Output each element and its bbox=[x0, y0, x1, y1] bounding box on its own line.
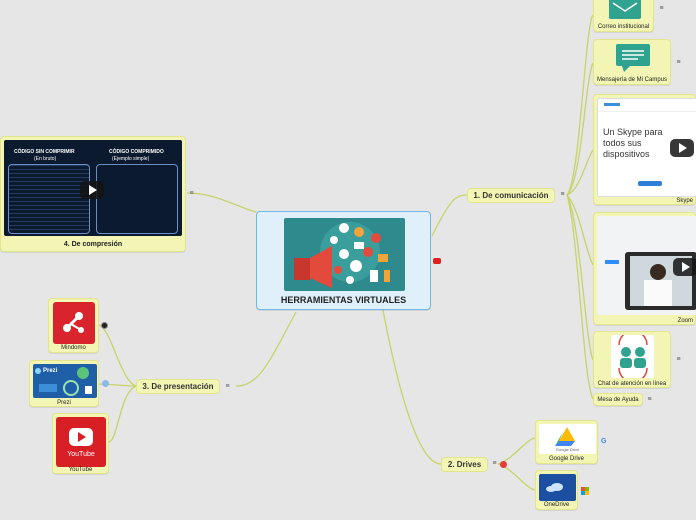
topic-mesa-de-ayuda[interactable]: Mesa de Ayuda bbox=[593, 393, 643, 406]
google-drive-logo-text: Google Drive bbox=[555, 447, 580, 452]
notes-icon[interactable]: ≡ bbox=[189, 190, 194, 197]
remove-badge-icon[interactable] bbox=[500, 461, 507, 468]
link-globe-icon[interactable] bbox=[101, 322, 108, 329]
notes-icon[interactable]: ≡ bbox=[647, 396, 652, 403]
topic-label: Prezi bbox=[57, 400, 71, 406]
skype-video-thumbnail[interactable]: Un Skype para todos sus dispositivos bbox=[597, 98, 696, 197]
central-illustration bbox=[284, 218, 405, 291]
uncompressed-code-panel bbox=[8, 164, 90, 234]
google-link-icon[interactable]: G bbox=[601, 438, 607, 445]
chat-message-icon bbox=[616, 44, 650, 72]
play-icon[interactable] bbox=[673, 258, 696, 276]
youtube-logo-text: YouTube bbox=[67, 451, 95, 458]
topic-label: Chat de atención en línea bbox=[597, 381, 667, 387]
prezi-logo-text: Prezi bbox=[43, 368, 58, 374]
play-icon[interactable] bbox=[80, 181, 104, 199]
central-title: HERRAMIENTAS VIRTUALES bbox=[280, 295, 407, 305]
google-drive-logo: Google Drive bbox=[539, 424, 596, 454]
topic-mindomo[interactable]: Mindomo bbox=[48, 298, 99, 353]
topic-mensajeria-mi-campus[interactable]: Mensajería de Mi Campus bbox=[593, 39, 671, 85]
topic-label: Zoom bbox=[677, 318, 693, 324]
branch-drives-label: 2. Drives bbox=[447, 460, 482, 469]
notes-icon[interactable]: ≡ bbox=[676, 59, 681, 66]
prezi-icon bbox=[35, 367, 92, 396]
compresion-video-thumbnail[interactable]: CÓDIGO SIN COMPRIMIR (En bruto) CÓDIGO C… bbox=[4, 140, 182, 236]
topic-prezi[interactable]: Prezi Prezi bbox=[29, 360, 99, 407]
cloud-icon bbox=[546, 483, 563, 492]
topic-chat-atencion[interactable]: Chat de atención en línea bbox=[593, 330, 671, 388]
topic-label: Skype bbox=[676, 198, 693, 204]
topic-label: YouTube bbox=[68, 467, 93, 473]
notes-icon[interactable]: ≡ bbox=[492, 460, 497, 467]
mail-icon bbox=[609, 0, 641, 19]
topic-google-drive[interactable]: Google Drive Google Drive bbox=[535, 420, 598, 464]
notes-icon[interactable]: ≡ bbox=[560, 191, 565, 198]
notes-icon[interactable]: ≡ bbox=[676, 356, 681, 363]
uncompressed-sub: (En bruto) bbox=[34, 156, 57, 162]
onedrive-logo bbox=[539, 474, 576, 501]
microsoft-link-icon[interactable] bbox=[581, 487, 589, 495]
youtube-logo: YouTube bbox=[56, 417, 106, 467]
skype-page-header bbox=[598, 99, 696, 112]
central-topic[interactable]: HERRAMIENTAS VIRTUALES bbox=[256, 211, 431, 310]
branch-comunicacion-label: 1. De comunicación bbox=[473, 191, 549, 200]
notes-icon[interactable]: ≡ bbox=[225, 383, 230, 390]
branch-presentacion-label: 3. De presentación bbox=[142, 382, 214, 391]
branch-presentacion[interactable]: 3. De presentación bbox=[136, 379, 220, 394]
megaphone-icons-illustration bbox=[294, 222, 390, 288]
topic-label: Mindomo bbox=[61, 345, 86, 351]
topic-label: Google Drive bbox=[548, 456, 584, 462]
mindomo-icon bbox=[63, 312, 84, 333]
branch-comunicacion[interactable]: 1. De comunicación bbox=[467, 188, 555, 203]
uncompressed-header: CÓDIGO SIN COMPRIMIR bbox=[14, 149, 75, 155]
zoom-logo bbox=[605, 260, 619, 264]
branch-drives[interactable]: 2. Drives bbox=[441, 457, 488, 472]
compressed-header: CÓDIGO COMPRIMIDO bbox=[109, 149, 164, 155]
topic-label: Mesa de Ayuda bbox=[597, 397, 639, 403]
topic-skype[interactable]: Un Skype para todos sus dispositivos Sky… bbox=[593, 94, 696, 205]
branch-compresion[interactable]: CÓDIGO SIN COMPRIMIR (En bruto) CÓDIGO C… bbox=[0, 136, 186, 252]
topic-label: Correo institucional bbox=[597, 24, 650, 30]
compressed-sub: (Ejemplo simple) bbox=[112, 156, 150, 162]
chat-support-icon bbox=[611, 330, 654, 383]
prezi-logo: Prezi bbox=[33, 364, 97, 398]
branch-compresion-label: 4. De compresión bbox=[63, 241, 123, 248]
link-dot-icon[interactable] bbox=[102, 380, 109, 387]
youtube-play-icon bbox=[69, 428, 93, 446]
mindomo-logo bbox=[53, 302, 95, 344]
notes-icon[interactable]: ≡ bbox=[659, 5, 664, 12]
topic-label: OneDrive bbox=[543, 502, 570, 508]
skype-caption: Un Skype para todos sus dispositivos bbox=[603, 127, 663, 159]
zoom-video-thumbnail[interactable] bbox=[597, 216, 696, 315]
youtube-badge-icon bbox=[433, 258, 441, 264]
google-drive-icon bbox=[555, 427, 575, 446]
topic-label: Mensajería de Mi Campus bbox=[596, 77, 668, 83]
topic-correo-institucional[interactable]: Correo institucional bbox=[593, 0, 654, 32]
topic-youtube[interactable]: YouTube YouTube bbox=[52, 413, 109, 474]
compressed-code-panel bbox=[96, 164, 178, 234]
skype-download-button bbox=[638, 181, 662, 186]
play-icon[interactable] bbox=[670, 139, 694, 157]
topic-onedrive[interactable]: OneDrive bbox=[535, 470, 578, 510]
topic-zoom[interactable]: Zoom bbox=[593, 212, 696, 325]
